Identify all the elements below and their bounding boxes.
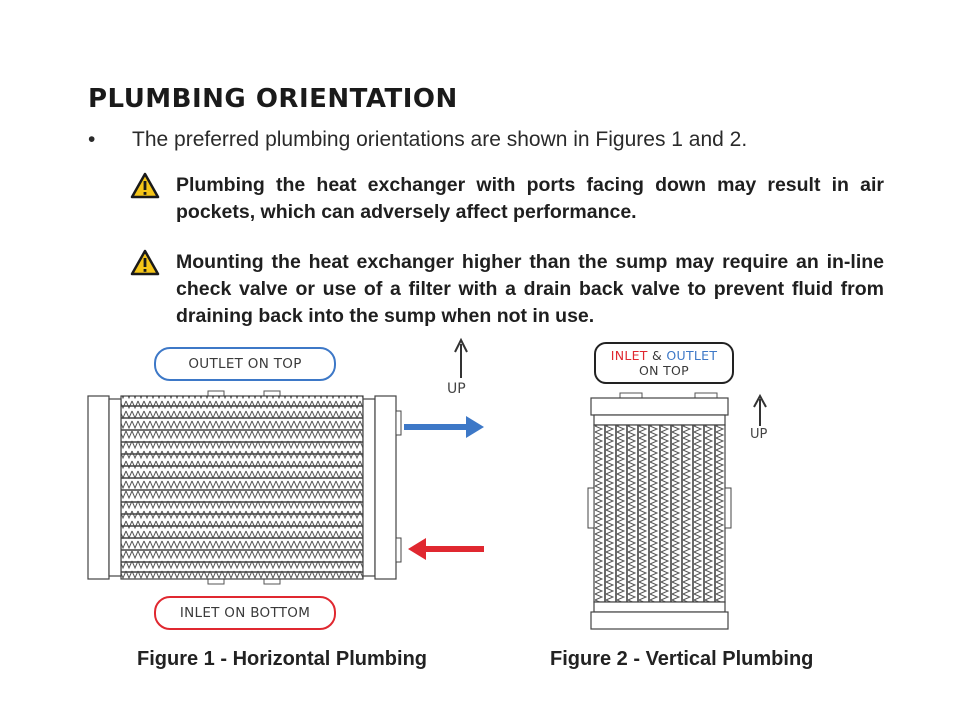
warning-text: Plumbing the heat exchanger with ports f…	[176, 174, 884, 223]
figure-1-caption: Figure 1 - Horizontal Plumbing	[137, 648, 427, 670]
bullet-text: The preferred plumbing orientations are …	[132, 128, 748, 151]
up-arrow-icon	[454, 337, 468, 378]
inlet-outlet-on-top-label: INLET & OUTLET ON TOP	[594, 342, 734, 384]
warning-triangle-icon	[130, 172, 160, 200]
inlet-outlet-line1: INLET & OUTLET	[611, 348, 718, 363]
inlet-on-bottom-label: INLET ON BOTTOM	[154, 596, 336, 630]
inlet-arrow-icon	[408, 538, 484, 560]
outlet-word: OUTLET	[666, 348, 718, 363]
ampersand: &	[652, 348, 663, 363]
figure-2-caption: Figure 2 - Vertical Plumbing	[550, 648, 814, 670]
warning-text: Mounting the heat exchanger higher than …	[176, 251, 884, 327]
up-label: UP	[750, 427, 768, 442]
warning-triangle-icon	[130, 249, 160, 277]
inlet-outlet-line2: ON TOP	[639, 363, 689, 378]
bullet-marker: •	[88, 128, 96, 151]
figure-2-heat-exchanger-vertical	[587, 392, 732, 630]
page-heading: PLUMBING ORIENTATION	[88, 84, 458, 114]
inlet-word: INLET	[610, 348, 648, 363]
up-label: UP	[447, 381, 466, 397]
outlet-arrow-icon	[404, 416, 484, 438]
up-arrow-icon	[753, 393, 767, 426]
outlet-on-top-label: OUTLET ON TOP	[154, 347, 336, 381]
